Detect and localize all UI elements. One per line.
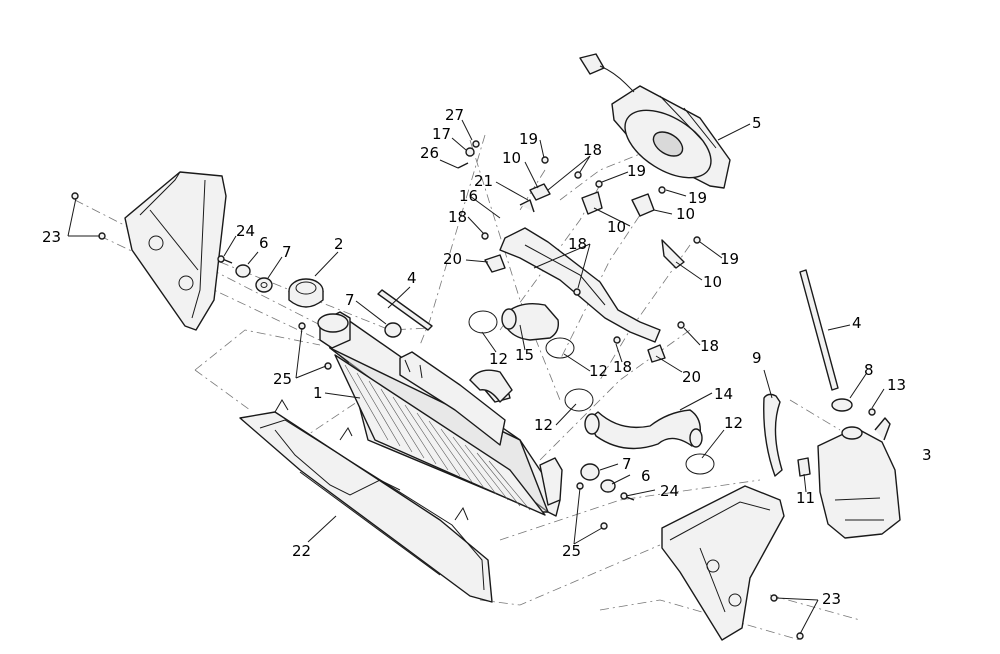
callout-17: 17	[432, 125, 451, 143]
callout-1: 1	[313, 384, 323, 402]
callout-2: 2	[334, 235, 344, 253]
callout-4-right: 4	[852, 314, 862, 332]
mounting-hardware-left	[217, 255, 402, 370]
callout-21: 21	[474, 172, 493, 190]
callout-18-a: 18	[583, 141, 602, 159]
callout-10-a: 10	[502, 149, 521, 167]
callout-13: 13	[887, 376, 906, 394]
callout-7-right: 7	[622, 455, 632, 473]
callout-20-b: 20	[682, 368, 701, 386]
callout-10-d: 10	[703, 273, 722, 291]
callout-24-left: 24	[236, 222, 255, 240]
callout-9: 9	[752, 349, 762, 367]
callout-5: 5	[752, 114, 762, 132]
callout-labels: 1 2 3 4 4 5 6 6 7 7 7 8 9 10 10 10 10 11…	[42, 106, 932, 608]
callout-18-e: 18	[613, 358, 632, 376]
overflow-tube	[763, 393, 783, 477]
rod-upper	[377, 289, 433, 331]
callout-4-upper: 4	[407, 269, 417, 287]
mounting-hardware-right	[71, 192, 804, 640]
callout-24-right: 24	[660, 482, 679, 500]
hose-short-radiator	[469, 369, 513, 403]
callout-18-c: 18	[568, 235, 587, 253]
callout-10-b: 10	[607, 218, 626, 236]
callout-25-left: 25	[273, 370, 292, 388]
callout-23-left: 23	[42, 228, 61, 246]
callout-20-a: 20	[443, 250, 462, 268]
callout-12-d: 12	[724, 414, 743, 432]
callout-18-b: 18	[448, 208, 467, 226]
callout-15: 15	[515, 346, 534, 364]
callout-6-left: 6	[259, 234, 269, 252]
callout-26: 26	[420, 144, 439, 162]
leader-lines	[67, 119, 885, 635]
callout-12-a: 12	[489, 350, 508, 368]
callout-25-right: 25	[562, 542, 581, 560]
callout-16: 16	[459, 187, 478, 205]
callout-12-b: 12	[589, 362, 608, 380]
fasteners-center	[457, 140, 701, 363]
hose-14	[584, 409, 703, 450]
callout-19-d: 19	[720, 250, 739, 268]
callout-12-c: 12	[534, 416, 553, 434]
expansion-tank	[797, 398, 901, 539]
callout-18-d: 18	[700, 337, 719, 355]
callout-27: 27	[445, 106, 464, 124]
callout-7-mid: 7	[345, 291, 355, 309]
callout-11: 11	[796, 489, 815, 507]
rod-right	[799, 269, 839, 391]
callout-10-c: 10	[676, 205, 695, 223]
right-radiator-shroud	[661, 485, 785, 641]
cooling-fan	[579, 53, 731, 189]
callout-19-c: 19	[688, 189, 707, 207]
callout-19-b: 19	[627, 162, 646, 180]
callout-6-right: 6	[641, 467, 651, 485]
callout-7-left: 7	[282, 243, 292, 261]
fan-mounting-bracket	[499, 227, 661, 343]
callout-8: 8	[864, 361, 874, 379]
lower-radiator-guard	[239, 399, 493, 603]
callout-14: 14	[714, 385, 733, 403]
hose-15	[501, 302, 560, 341]
callout-3: 3	[922, 446, 932, 464]
radiator	[317, 311, 563, 517]
radiator-cap	[288, 278, 324, 308]
callout-23-right: 23	[822, 590, 841, 608]
callout-19-a: 19	[519, 130, 538, 148]
callout-22: 22	[292, 542, 311, 560]
left-radiator-shroud	[124, 171, 227, 331]
